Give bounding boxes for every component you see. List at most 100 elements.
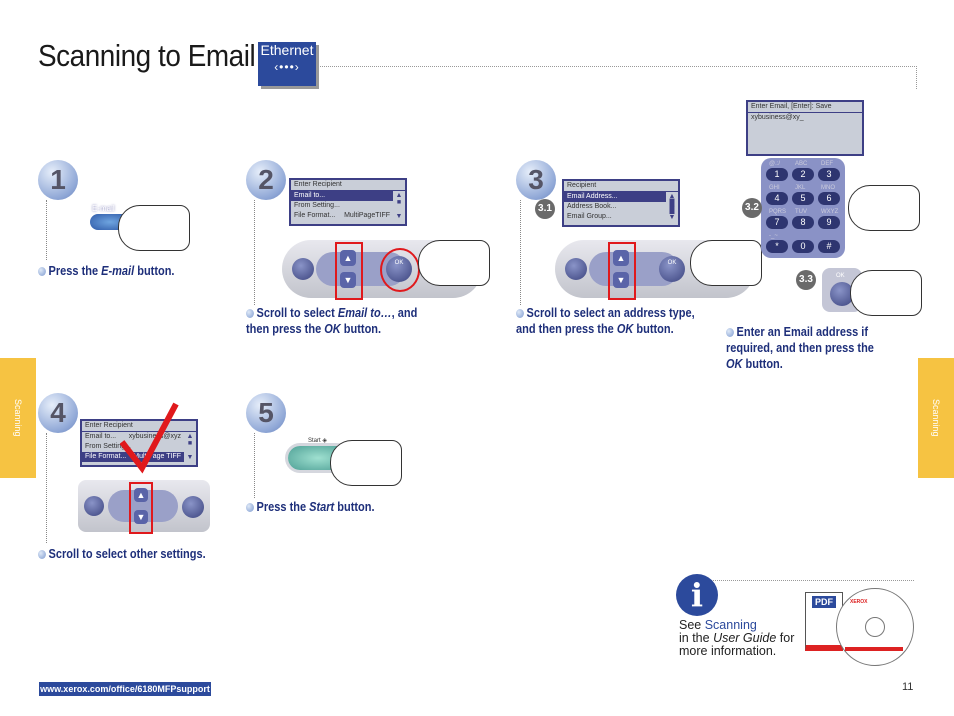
key-letters-label: -_~	[769, 233, 778, 239]
header-rule	[318, 66, 917, 89]
scanning-link[interactable]: Scanning	[704, 618, 757, 632]
keypad-key: 4	[766, 192, 788, 205]
bullet-icon	[246, 503, 254, 512]
control-panel: ▲ ▼	[78, 480, 210, 534]
bullet-icon	[38, 550, 46, 559]
lcd-row: Email Address...	[567, 193, 618, 200]
substep-3-1-badge: 3.1	[535, 199, 555, 219]
down-arrow-icon: ▼	[134, 510, 148, 524]
ethernet-badge: Ethernet ‹•••›	[258, 42, 316, 86]
checkmark-icon	[120, 402, 179, 474]
step-2-instruction: Scroll to select Email to…, and then pre…	[246, 306, 418, 336]
key-letters-label: ABC	[795, 161, 808, 167]
keypad-key: 8	[792, 216, 814, 229]
step-2-number: 2	[246, 160, 286, 200]
down-arrow-icon: ▼	[340, 272, 356, 288]
step-3-instruction: Scroll to select an address type, and th…	[516, 306, 695, 336]
email-entry-value: xybusiness@xy_	[751, 114, 804, 121]
keypad-key: *	[766, 240, 788, 253]
step-divider	[520, 200, 521, 305]
lcd-row: File Format...	[294, 212, 336, 219]
step-1-instruction: Press the E-mail button.	[38, 263, 214, 279]
hand-icon	[418, 240, 490, 286]
xerox-logo: XEROX	[850, 599, 868, 605]
step-divider	[46, 200, 47, 260]
network-icon: ‹•••›	[274, 60, 300, 74]
step-divider	[46, 433, 47, 543]
page-number: 11	[902, 681, 914, 693]
cd-hole	[865, 617, 885, 637]
up-arrow-icon: ▲	[340, 250, 356, 266]
pdf-label: PDF	[812, 596, 836, 608]
scrollbar: ▲■▼	[395, 192, 403, 220]
key-letters-label: TUV	[795, 209, 807, 215]
lcd-row: Email to...	[85, 433, 117, 440]
info-icon: i	[676, 574, 718, 616]
step-3-number: 3	[516, 160, 556, 200]
scrollbar: ▲██▼	[668, 193, 676, 221]
start-label: Start ◈	[308, 438, 327, 444]
keypad-key: 2	[792, 168, 814, 181]
ethernet-label: Ethernet	[260, 42, 314, 58]
keypad-key: 9	[818, 216, 840, 229]
keypad-key: 6	[818, 192, 840, 205]
lcd-display: Enter Recipient Email to... From Setting…	[289, 178, 407, 226]
substep-3-2-badge: 3.2	[742, 198, 762, 218]
hand-icon	[690, 240, 762, 286]
up-arrow-icon: ▲	[134, 488, 148, 502]
lcd-header: Enter Recipient	[291, 180, 405, 191]
support-url[interactable]: www.xerox.com/office/6180MFPsupport	[39, 682, 211, 696]
back-button	[565, 258, 587, 280]
key-letters-label: @.:/	[769, 161, 781, 167]
keypad-key: 7	[766, 216, 788, 229]
lcd-row: Address Book...	[567, 203, 617, 210]
hand-icon	[118, 205, 190, 251]
step-5-number: 5	[246, 393, 286, 433]
email-button-label: E-mail	[92, 204, 115, 213]
substep-3-instruction: Enter an Email address if required, and …	[726, 325, 874, 371]
info-rule	[690, 580, 914, 581]
step-4-number: 4	[38, 393, 78, 433]
lcd-row: From Setting...	[85, 443, 131, 450]
side-tab-right: Scanning	[918, 358, 954, 478]
up-arrow-icon: ▲	[613, 250, 629, 266]
lcd-header: Enter Recipient	[82, 421, 196, 432]
scrollbar: ▲■▼	[186, 433, 194, 461]
down-arrow-icon: ▼	[613, 272, 629, 288]
lcd-row: From Setting...	[294, 202, 340, 209]
keypad-key: 0	[792, 240, 814, 253]
bullet-icon	[726, 328, 734, 337]
keypad-key: 1	[766, 168, 788, 181]
highlight-box	[129, 482, 153, 534]
lcd-row: Email Group...	[567, 213, 612, 220]
step-4-instruction: Scroll to select other settings.	[38, 546, 232, 562]
lcd-value: xybusiness@xyz	[128, 433, 181, 440]
lcd-value: MultiPageTIFF	[344, 212, 390, 219]
key-letters-label: GHI	[769, 185, 780, 191]
key-letters-label: PQRS	[769, 209, 787, 215]
substep-3-3-badge: 3.3	[796, 270, 816, 290]
lcd-header: Enter Email, [Enter]: Save	[748, 102, 862, 113]
key-letters-label: DEF	[821, 161, 833, 167]
key-letters-label: MNO	[821, 185, 835, 191]
page-title: Scanning to Email	[38, 38, 256, 73]
ok-button	[182, 496, 204, 518]
ok-button: OK	[659, 256, 685, 282]
keypad-key: 3	[818, 168, 840, 181]
lcd-row: File Format...	[85, 453, 127, 460]
step-divider	[254, 200, 255, 305]
key-letters-label: WXYZ	[821, 209, 839, 215]
cd-icon: XEROX	[836, 588, 914, 666]
back-button	[292, 258, 314, 280]
highlight-box	[608, 242, 636, 300]
cd-stripe	[845, 647, 903, 651]
lcd-display: Recipient Email Address... Address Book.…	[562, 179, 680, 227]
lcd-row: Email to...	[294, 192, 326, 199]
highlight-box	[335, 242, 363, 300]
hand-icon	[848, 185, 920, 231]
hand-icon	[850, 270, 922, 316]
ok-label: OK	[836, 273, 845, 279]
step-1-number: 1	[38, 160, 78, 200]
